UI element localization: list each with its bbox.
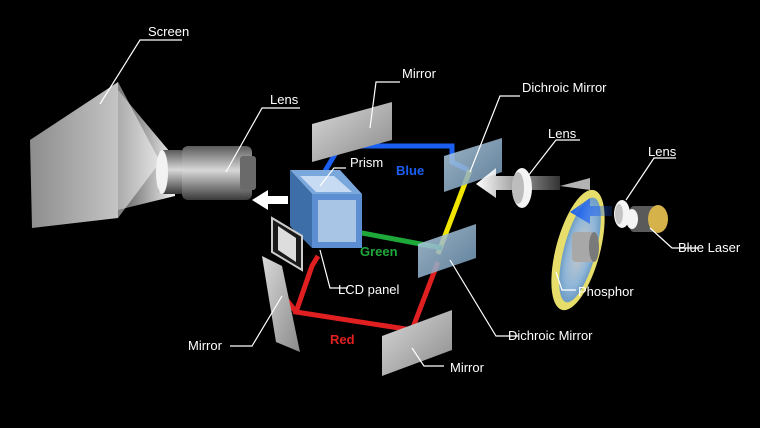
prism xyxy=(290,170,362,248)
lens-mid-label: Lens xyxy=(548,126,577,141)
screen xyxy=(30,82,175,228)
lcd-panel xyxy=(271,216,303,272)
red-beam-label: Red xyxy=(330,332,355,347)
arrow-icon xyxy=(252,190,288,210)
lcd-panel-label: LCD panel xyxy=(338,282,400,297)
white-light-beam xyxy=(476,168,590,198)
blue-beam-label: Blue xyxy=(396,163,424,178)
prism-label: Prism xyxy=(350,155,383,170)
mirror-left-label: Mirror xyxy=(188,338,223,353)
blue-laser xyxy=(626,205,668,233)
green-beam-label: Green xyxy=(360,244,398,259)
lens-right xyxy=(614,200,630,228)
projection-lens xyxy=(156,146,256,200)
phosphor-wheel xyxy=(551,189,605,311)
mirror-top xyxy=(312,102,392,162)
mirror-top-label: Mirror xyxy=(402,66,437,81)
mirror-left xyxy=(262,256,300,352)
lens-mid xyxy=(512,168,532,208)
mirror-bottom xyxy=(382,310,452,376)
lens-right-label: Lens xyxy=(648,144,677,159)
leader-lines xyxy=(99,39,698,367)
dichroic-bottom-label: Dichroic Mirror xyxy=(508,328,593,343)
lens-main-label: Lens xyxy=(270,92,299,107)
dichroic-mirror-bottom xyxy=(418,224,476,278)
blue-laser-label: Blue Laser xyxy=(678,240,741,255)
dichroic-top-label: Dichroic Mirror xyxy=(522,80,607,95)
phosphor-label: Phosphor xyxy=(578,284,634,299)
blue-laser-arrow xyxy=(570,198,612,224)
mirror-bottom-label: Mirror xyxy=(450,360,485,375)
screen-label: Screen xyxy=(148,24,189,39)
